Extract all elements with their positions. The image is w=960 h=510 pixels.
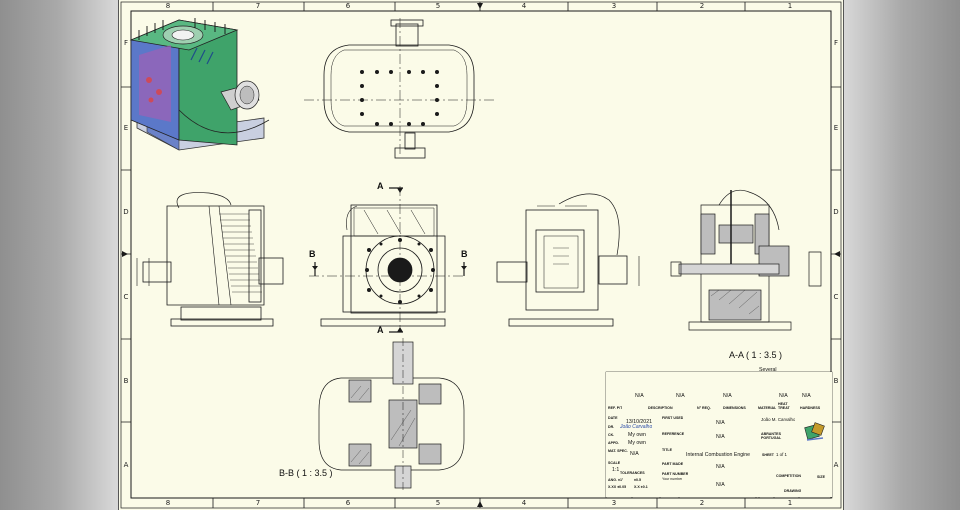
hardness-header: HARDNESS	[800, 406, 821, 410]
hardness-value: N/A	[802, 393, 811, 399]
zone-row-label: B	[833, 377, 839, 385]
right-side-view	[496, 193, 640, 327]
tolerance-x: X.X ±0.1	[634, 485, 648, 489]
section-aa-caption: A-A ( 1 : 3.5 )	[729, 350, 783, 360]
zone-column-label: 3	[611, 499, 617, 507]
title-label: TITLE	[662, 448, 672, 452]
cut-letter-a-top: A	[377, 181, 384, 191]
isometric-render	[129, 18, 270, 151]
zone-row-label: E	[123, 124, 129, 132]
combustion-engine-logo-icon	[804, 422, 825, 441]
drawn-value: João Carvalho	[620, 424, 653, 430]
no-req-header: N° REQ.	[697, 406, 711, 410]
competition-label: COMPETITION	[776, 474, 801, 478]
title-block: N/A N/A N/A Several N/A N/A REF. P/T DES…	[606, 367, 832, 497]
author-name: João M. Carvalho	[761, 417, 796, 422]
zone-column-label: 2	[699, 499, 705, 507]
cut-letter-a-bottom: A	[377, 325, 384, 335]
section-bb-caption: B-B ( 1 : 3.5 )	[279, 468, 333, 478]
zone-row-label: D	[833, 208, 839, 216]
tolerance-xx: X.XX ±0.05	[608, 485, 627, 489]
first-used-label: FIRST USED	[662, 416, 684, 420]
reference-label: REFERENCE	[662, 432, 685, 436]
tolerances-label: TOLERANCES	[620, 471, 645, 475]
drawn-label: DR.	[608, 425, 615, 429]
zone-column-label: 1	[787, 2, 793, 10]
bom-col1-value: N/A	[635, 393, 644, 399]
tolerance-general: ±0.5	[634, 478, 641, 482]
zone-row-label: A	[123, 461, 129, 469]
cut-letter-b-left: B	[309, 249, 316, 259]
checked-label: CK.	[608, 433, 615, 437]
approved-value: My own	[628, 440, 646, 446]
zone-column-label: 5	[435, 2, 441, 10]
approved-label: APPD.	[608, 441, 619, 445]
size-label: SIZE	[817, 475, 825, 479]
scale-label: SCALE	[608, 461, 621, 465]
sheet-label: SHEET	[762, 453, 774, 457]
drawing-label: DRAWING	[784, 489, 802, 493]
zone-row-label: F	[123, 39, 129, 47]
zone-column-label: 6	[345, 2, 351, 10]
zone-column-label: 2	[699, 2, 705, 10]
checked-value: My own	[628, 432, 646, 438]
zone-column-label: 1	[787, 499, 793, 507]
drawing-sheet: 8 7 6 5 4 3 2 1 8 7 6 5 4 3 2 1 F E D C …	[118, 0, 844, 510]
reference-value: N/A	[716, 434, 725, 440]
zone-row-label: D	[123, 208, 129, 216]
left-side-view	[136, 192, 284, 327]
description-header: DESCRIPTION	[648, 406, 673, 410]
centering-arrows	[122, 3, 840, 507]
part-made-value: N/A	[716, 464, 725, 470]
drawing-title: Internal Combustion Engine	[686, 452, 751, 458]
zone-row-label: A	[833, 461, 839, 469]
part-number-value: N/A	[716, 482, 725, 488]
zone-row-label: E	[833, 124, 839, 132]
date-value: 13/10/2021	[626, 419, 652, 425]
zone-column-label: 4	[521, 499, 527, 507]
bom-col3-value: N/A	[723, 393, 732, 399]
zone-row-label: F	[833, 39, 839, 47]
section-bb-view	[318, 338, 465, 490]
part-made-label: PART MADE	[662, 462, 684, 466]
scale-value: 1:1	[612, 467, 620, 473]
heat-treat-header: HEAT TREAT	[778, 402, 790, 410]
bom-col2-value: N/A	[676, 393, 685, 399]
mat-spec-value: N/A	[630, 451, 639, 457]
zone-row-label: C	[833, 293, 839, 301]
zone-column-label: 5	[435, 499, 441, 507]
top-view	[304, 18, 494, 159]
section-arrows	[312, 188, 467, 332]
zone-column-label: 8	[165, 499, 171, 507]
material-header: MATERIAL	[758, 406, 777, 410]
zone-row-label: B	[123, 377, 129, 385]
cut-letter-b-right: B	[461, 249, 468, 259]
zone-row-label: C	[123, 293, 129, 301]
sheet-value: 1 of 1	[776, 452, 787, 457]
dimensions-header: DIMENSIONS	[723, 406, 746, 410]
zone-column-label: 4	[521, 2, 527, 10]
heat-treat-value: N/A	[779, 393, 788, 399]
tolerance-angle: ANG. ±1°	[608, 478, 624, 482]
part-number-note: Your number	[662, 477, 683, 481]
material-value: Several	[759, 367, 777, 373]
date-label: DATE	[608, 416, 618, 420]
part-number-label: PART NUMBER	[662, 472, 689, 476]
zone-column-label: 7	[255, 2, 261, 10]
zone-column-label: 3	[611, 2, 617, 10]
location: ABRANTES PORTUGAL	[761, 432, 782, 440]
mat-spec-label: MAT. SPEC.	[608, 449, 628, 453]
zone-column-label: 8	[165, 2, 171, 10]
zone-column-label: 6	[345, 499, 351, 507]
first-used-value: N/A	[716, 420, 725, 426]
zone-column-label: 7	[255, 499, 261, 507]
section-aa-view	[670, 189, 822, 331]
ref-header: REF. P/T	[608, 406, 623, 410]
front-view	[309, 186, 465, 333]
